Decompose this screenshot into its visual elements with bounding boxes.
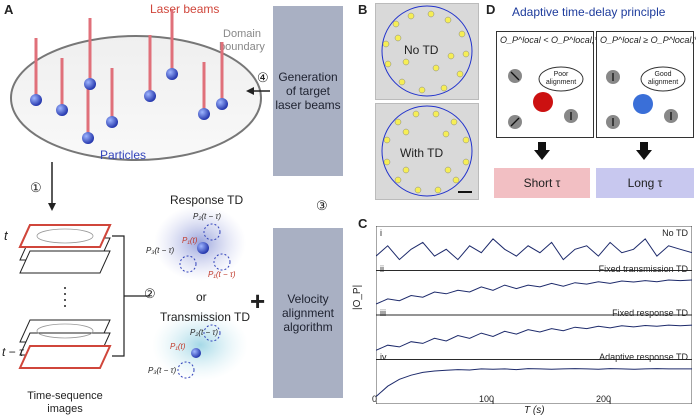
domain-boundary	[10, 35, 262, 161]
micrograph-with-td-label: With TD	[400, 146, 444, 160]
result-arrows	[534, 142, 652, 160]
subplot-frame-4	[376, 359, 692, 404]
subplot-name-iii: Fixed response TD	[612, 308, 688, 318]
panel-letter-d: D	[486, 2, 496, 17]
good-alignment-box: O_P^local ≥ O_P^local,* Good alignment	[596, 31, 696, 138]
resp-label-p1t: P₁(t)	[182, 236, 198, 245]
domain-boundary-label: Domain boundary	[219, 28, 265, 53]
particles-label: Particles	[100, 148, 147, 162]
good-alignment-graphic	[606, 66, 686, 129]
series-line-4	[376, 368, 692, 397]
left-condition: O_P^local < O_P^local,*	[500, 35, 598, 45]
chart-panel: i No TD ii Fixed transmission TD iii Fix…	[376, 226, 692, 404]
series-line-2	[376, 279, 692, 305]
time-sequence-label: Time-sequence images	[27, 390, 103, 415]
poor-alignment-graphic	[508, 66, 584, 129]
subplot-roman-ii: ii	[380, 264, 384, 274]
panel-letter-c: C	[358, 216, 368, 231]
panel-c-ylabel: |O_P|	[352, 284, 363, 310]
resp-label-p1tau: P₁(t − τ)	[208, 270, 236, 279]
long-tau-box: Long τ	[596, 168, 694, 198]
subplot-name-ii: Fixed transmission TD	[598, 264, 688, 274]
resp-label-p2: P₂(t − τ)	[193, 212, 222, 221]
micrograph-no-td-graphic	[381, 5, 473, 97]
good-alignment-bubble: Good alignment	[647, 71, 679, 86]
subplot-name-iv: Adaptive response TD	[599, 352, 688, 362]
laser-beams-label: Laser beams	[150, 2, 220, 16]
subplot-roman-i: i	[380, 228, 382, 238]
panel-letter-a: A	[4, 2, 14, 17]
plus-sign: +	[250, 286, 266, 316]
or-label: or	[196, 290, 207, 304]
subplot-name-i: No TD	[662, 228, 688, 238]
subplot-roman-iii: iii	[380, 308, 386, 318]
short-tau-box: Short τ	[494, 168, 590, 198]
transmission-td-label: Transmission TD	[160, 310, 251, 324]
series-line-1	[376, 238, 692, 261]
trans-label-p2: P₂(t − τ)	[190, 328, 219, 337]
t-label: t	[4, 228, 8, 243]
panel-a-graphic	[10, 10, 270, 381]
x-tick-100: 100	[479, 394, 495, 404]
panel-d-title: Adaptive time-delay principle	[512, 5, 666, 19]
panel-letter-b: B	[358, 2, 368, 17]
micrograph-with-td: With TD	[375, 103, 479, 200]
x-tick-200: 200	[596, 394, 612, 404]
timeseries-chart	[376, 226, 692, 404]
trans-label-p1: P₁(t)	[170, 342, 186, 351]
right-condition: O_P^local ≥ O_P^local,*	[600, 35, 696, 45]
x-tick-0: 0	[372, 394, 378, 404]
generation-box: Generation of target laser beams	[273, 6, 343, 176]
x-axis-label: T (s)	[524, 405, 545, 416]
step-4: ④	[257, 70, 269, 85]
t-tau-label: t − τ	[2, 345, 24, 359]
poor-alignment-box: O_P^local < O_P^local,* Poor alignment	[496, 31, 598, 138]
micrograph-no-td: No TD	[375, 3, 479, 100]
trans-label-p3: P₃(t − τ)	[148, 366, 177, 375]
step-2: ②	[144, 286, 156, 301]
velocity-box: Velocity alignment algorithm	[273, 228, 343, 398]
micrograph-with-td-graphic	[381, 105, 473, 197]
series-line-3	[376, 324, 692, 351]
micrograph-no-td-label: No TD	[404, 43, 439, 57]
resp-label-p3: P₃(t − τ)	[146, 246, 175, 255]
step-3: ③	[316, 198, 328, 213]
step-1: ①	[30, 180, 42, 195]
response-td-label: Response TD	[170, 193, 244, 207]
poor-alignment-bubble: Poor alignment	[545, 71, 577, 86]
subplot-roman-iv: iv	[380, 352, 387, 362]
